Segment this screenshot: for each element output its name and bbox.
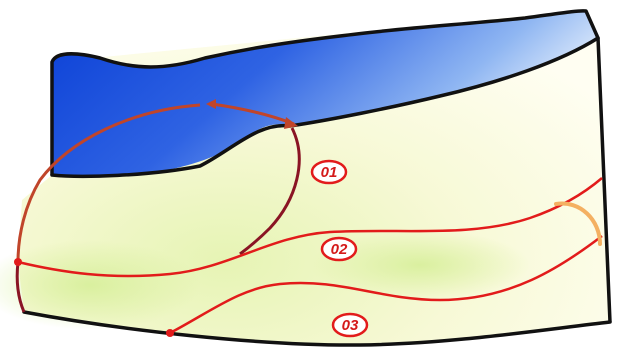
label-02: 02 [322,238,356,260]
label-03-text: 03 [342,317,359,334]
label-02-text: 02 [331,241,348,258]
curve-endpoint [166,329,174,337]
label-01: 01 [312,161,346,183]
label-01-text: 01 [321,164,338,181]
label-03: 03 [333,314,367,336]
curve-endpoint [14,258,22,266]
